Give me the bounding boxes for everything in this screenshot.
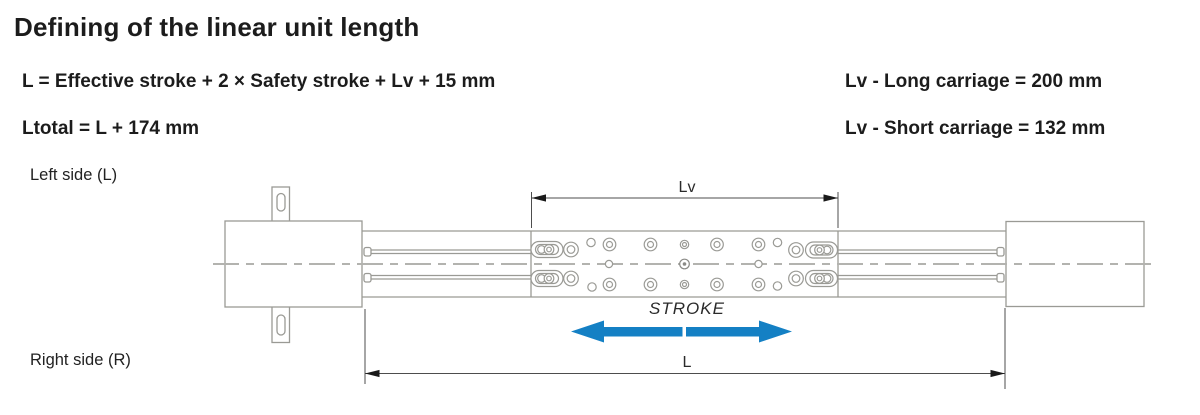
stroke-arrow [571, 320, 792, 343]
stroke-arrow-label: STROKE [649, 299, 725, 318]
dimension-lv-label: Lv [678, 179, 696, 196]
mounting-tab-bottom [271, 305, 291, 344]
bolt-holes-bottom-row [602, 277, 766, 292]
guide-rails [363, 246, 1005, 283]
slot-group-right-top [788, 241, 839, 259]
bolt-holes-top-row [602, 237, 766, 252]
formula-length: L = Effective stroke + 2 × Safety stroke… [22, 71, 496, 92]
left-end-block [224, 220, 363, 308]
mounting-tab-top [271, 186, 291, 223]
dimension-l [364, 308, 1006, 389]
formula-total-length: Ltotal = L + 174 mm [22, 118, 200, 139]
slot-group-left-top [530, 240, 579, 259]
legend-short-carriage: Lv - Short carriage = 132 mm [845, 118, 1106, 139]
dimension-l-label: L [682, 354, 692, 371]
right-side-label: Right side (R) [30, 351, 131, 369]
dimension-lv [531, 192, 839, 228]
centerline-holes [604, 258, 763, 270]
carriage-holes [530, 237, 839, 292]
slot-group-left-bottom [530, 269, 579, 288]
page-title: Defining of the linear unit length [14, 12, 420, 42]
right-end-block [1005, 220, 1145, 308]
left-side-label: Left side (L) [30, 166, 118, 184]
slot-group-right-bottom [788, 269, 839, 288]
legend-long-carriage: Lv - Long carriage = 200 mm [845, 71, 1103, 92]
body-profile [362, 230, 1006, 298]
